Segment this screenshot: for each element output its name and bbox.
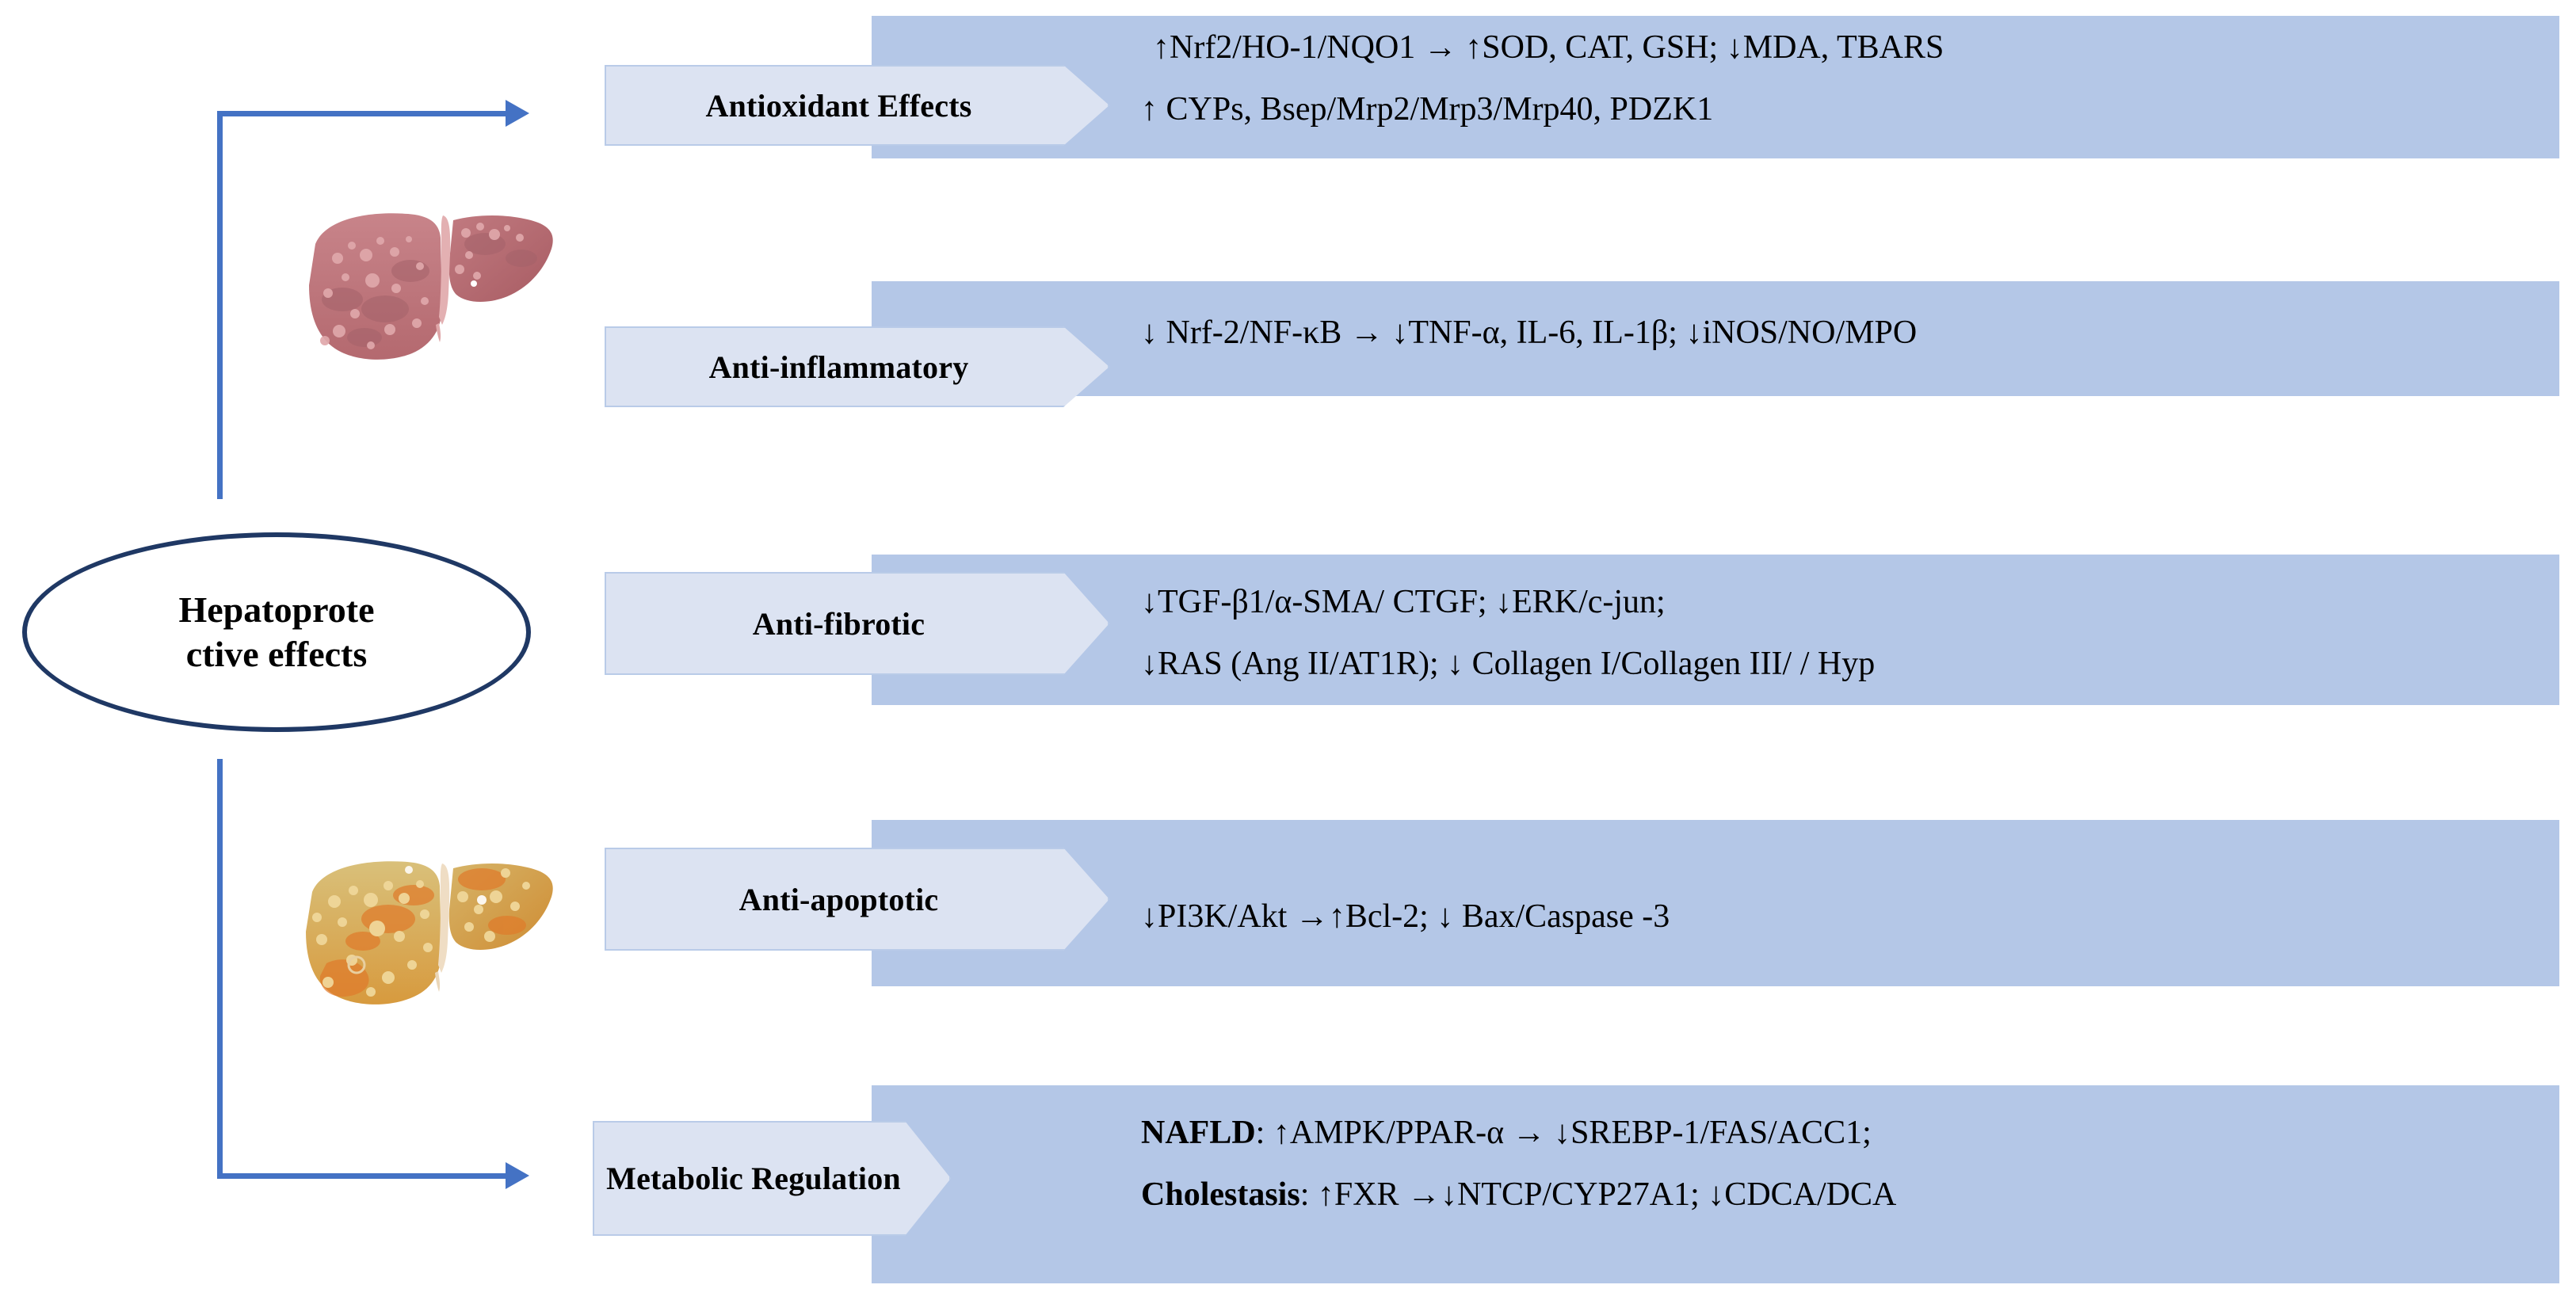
band-text-anti-inflammatory: ↓ Nrf-2/NF-κB → ↓TNF-α, IL-6, IL-1β; ↓iN…	[1141, 315, 1917, 350]
band-line: ↓TGF-β1/α-SMA/ CTGF; ↓ERK/c-jun;	[1141, 584, 1666, 620]
content-band-anti-inflammatory	[872, 281, 2559, 396]
connector-vertical-bottom	[217, 759, 223, 1179]
arrowhead-top-icon	[506, 100, 529, 127]
row-label-text: Antioxidant Effects	[705, 87, 972, 124]
row-label-text: Anti-fibrotic	[752, 605, 925, 642]
content-band-antioxidant	[872, 16, 2559, 158]
band-line-cholestasis: Cholestasis: ↑FXR →↓NTCP/CYP27A1; ↓CDCA/…	[1141, 1177, 1896, 1212]
band-line-cholestasis-rest: : ↑FXR →↓NTCP/CYP27A1; ↓CDCA/DCA	[1299, 1176, 1897, 1214]
ellipse-text: Hepatoprote ctive effects	[178, 588, 374, 677]
connector-horizontal-top	[217, 111, 507, 116]
band-line: ↑ CYPs, Bsep/Mrp2/Mrp3/Mrp40, PDZK1	[1141, 91, 1714, 128]
band-line: ↓ Nrf-2/NF-κB → ↓TNF-α, IL-6, IL-1β; ↓iN…	[1141, 315, 1918, 351]
band-line: ↓RAS (Ang II/AT1R); ↓ Collagen I/Collage…	[1141, 646, 1876, 683]
connector-horizontal-bottom	[217, 1173, 507, 1179]
row-label-metabolic[interactable]: Metabolic Regulation	[593, 1121, 951, 1236]
row-label-text: Anti-inflammatory	[708, 349, 969, 385]
band-line-nafld-rest: : ↑AMPK/PPAR-α → ↓SREBP-1/FAS/ACC1;	[1255, 1115, 1872, 1151]
ellipse-line-2: ctive effects	[185, 634, 368, 674]
band-line-nafld-bold: NAFLD	[1141, 1115, 1256, 1151]
row-label-anti-apoptotic[interactable]: Anti-apoptotic	[605, 848, 1109, 951]
liver-fatty-svg	[306, 861, 553, 1005]
liver-healthy-svg	[309, 213, 553, 360]
band-line: ↑Nrf2/HO-1/NQO1 → ↑SOD, CAT, GSH; ↓MDA, …	[1153, 29, 1944, 66]
band-line: ↓PI3K/Akt →↑Bcl-2; ↓ Bax/Caspase -3	[1141, 898, 1670, 935]
row-label-anti-inflammatory[interactable]: Anti-inflammatory	[605, 326, 1109, 407]
row-label-text: Metabolic Regulation	[606, 1161, 901, 1196]
band-text-anti-apoptotic: ↓PI3K/Akt →↑Bcl-2; ↓ Bax/Caspase -3	[1141, 899, 1670, 934]
hepatoprotective-effects-node[interactable]: Hepatoprote ctive effects	[22, 532, 531, 732]
row-label-anti-fibrotic[interactable]: Anti-fibrotic	[605, 572, 1109, 675]
content-band-anti-fibrotic	[872, 555, 2559, 705]
band-text-anti-fibrotic: ↓TGF-β1/α-SMA/ CTGF; ↓ERK/c-jun; ↓RAS (A…	[1141, 585, 1875, 681]
content-band-anti-apoptotic	[872, 820, 2559, 986]
content-band-metabolic	[872, 1085, 2559, 1283]
liver-healthy-icon	[269, 182, 571, 380]
band-line-nafld: NAFLD: ↑AMPK/PPAR-α → ↓SREBP-1/FAS/ACC1;	[1141, 1115, 1896, 1150]
connector-vertical-top	[217, 111, 223, 499]
arrowhead-bottom-icon	[506, 1162, 529, 1189]
band-text-antioxidant: ↑Nrf2/HO-1/NQO1 → ↑SOD, CAT, GSH; ↓MDA, …	[1141, 29, 1944, 127]
band-line-cholestasis-bold: Cholestasis	[1141, 1176, 1300, 1214]
band-text-metabolic: NAFLD: ↑AMPK/PPAR-α → ↓SREBP-1/FAS/ACC1;…	[1141, 1115, 1896, 1212]
row-label-text: Anti-apoptotic	[738, 881, 939, 917]
liver-fatty-icon	[269, 824, 571, 1022]
row-label-antioxidant[interactable]: Antioxidant Effects	[605, 65, 1109, 146]
ellipse-line-1: Hepatoprote	[178, 589, 375, 630]
